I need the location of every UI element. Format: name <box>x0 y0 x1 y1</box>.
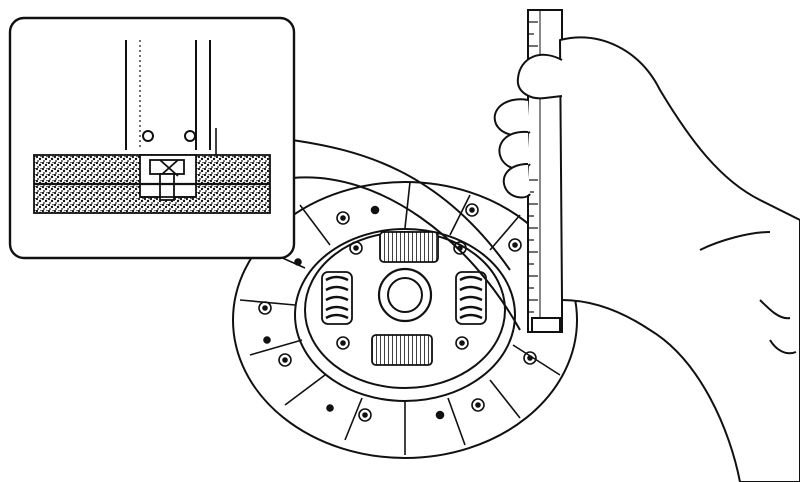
detail-inset <box>8 16 296 260</box>
clutch-disc <box>232 181 578 459</box>
torsion-springs <box>321 231 487 366</box>
inset-gauge-rods <box>125 40 217 160</box>
hand <box>493 36 800 482</box>
friction-lining-inner-edge <box>294 228 516 402</box>
inset-lining-cross-section <box>33 154 271 214</box>
thumb <box>516 53 563 100</box>
callout-leader <box>291 139 521 331</box>
hub-rivets <box>336 241 469 350</box>
center-hub <box>377 267 433 323</box>
finger-3 <box>502 163 531 199</box>
sleeve-cuff <box>699 231 797 355</box>
finger-1 <box>493 98 531 137</box>
hand-back-and-wrist <box>559 36 800 482</box>
lining-rivets <box>258 203 537 422</box>
